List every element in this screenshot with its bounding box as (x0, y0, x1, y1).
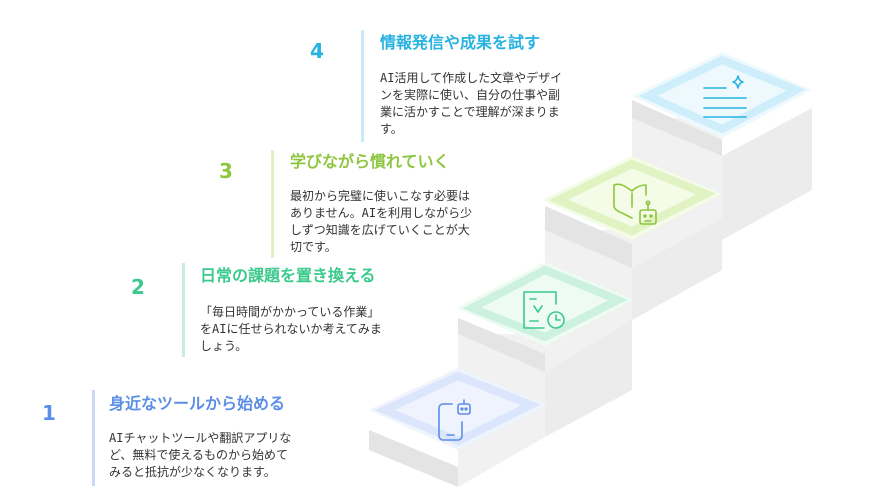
step-4-platform (632, 52, 812, 138)
task-clock-icon (523, 291, 565, 329)
step-3-title: 学びながら慣れていく (290, 152, 450, 171)
step-4-description: AI活用して作成した文章やデザイ ンを実際に使い、自分の仕事や副 業に活かすこと… (380, 71, 563, 136)
step-4-title: 情報発信や成果を試す (380, 33, 541, 52)
document-sparkle-icon (703, 75, 747, 118)
step-2-platform (456, 262, 634, 346)
step-2-accent-bar (182, 263, 185, 357)
step-1-title: 身近なツールから始める (109, 394, 286, 413)
step-3-description: 最初から完璧に使いこなす必要は ありません。AIを利用しながら少 しずつ知識を広… (290, 189, 473, 254)
step-1-number: 1 (42, 401, 56, 425)
step-2-number: 2 (131, 275, 145, 299)
book-robot-icon (613, 183, 657, 225)
step-1-description: AIチャットツールや翻訳アプリな ど、無料で使えるものから始めて みると抵抗が少… (109, 431, 292, 479)
step-1-accent-bar (92, 390, 95, 486)
mobile-robot-icon (438, 399, 471, 441)
step-2-description: 「毎日時間がかかっている作業」 をAIに任せられないか考えてみま しょう。 (200, 305, 382, 353)
step-4-accent-bar (361, 30, 364, 142)
step-2-title: 日常の課題を置き換える (200, 266, 376, 285)
step-3-number: 3 (219, 159, 233, 183)
step-3-accent-bar (271, 150, 274, 258)
step-4-number: 4 (310, 39, 324, 63)
